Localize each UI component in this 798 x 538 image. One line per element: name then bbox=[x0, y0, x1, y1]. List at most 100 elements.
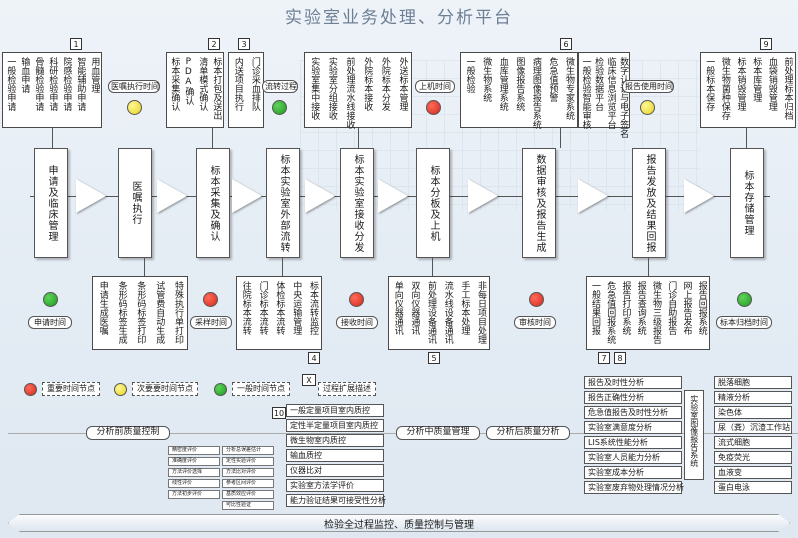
time-label-onboard: 上机时间 bbox=[415, 80, 455, 93]
group-number-badge: 5 bbox=[428, 352, 440, 364]
group-item: 一般检验申请 bbox=[5, 57, 16, 111]
group-item: 标本库管理 bbox=[751, 57, 762, 102]
group-item: 病理图像报告系统 bbox=[530, 57, 541, 129]
flow-arrow-icon bbox=[578, 179, 608, 213]
x-mark-icon: X bbox=[302, 374, 316, 386]
group-item: 申请生成医嘱 bbox=[97, 281, 108, 335]
group-item: 前处理标本归档 bbox=[782, 57, 793, 120]
post-qc-list: 报告及时性分析 报告正确性分析 危急值报告及时性分析 实验室满意度分析 LIS系… bbox=[584, 376, 684, 496]
group-item: 危急值回报系统 bbox=[605, 281, 616, 344]
group-item: 图像报告系统 bbox=[514, 57, 525, 111]
group-item: 一般检验 bbox=[464, 57, 475, 93]
legend-normal-time: 一般时间节点 bbox=[232, 382, 290, 396]
group-item: 标本销毁管理 bbox=[735, 57, 746, 111]
group-item: 微生物三级报告 bbox=[651, 281, 662, 344]
minor-time-node-icon bbox=[114, 383, 127, 396]
post-analysis-qc-label: 分析后质量分析 bbox=[486, 426, 570, 440]
stage-onboard: 标本分板及上机 bbox=[416, 148, 450, 258]
group-item: 报告查询系统 bbox=[635, 281, 646, 335]
top-group-collect: 标本采集确认 PDA确认 清单模式确认 标本打包及送出 bbox=[166, 52, 224, 128]
group-item: 条形码标签打印 bbox=[135, 281, 146, 344]
group-item: 体检标本流转 bbox=[274, 281, 285, 335]
group-item: 试管费自动生成 bbox=[154, 281, 165, 344]
stage-external-transfer: 标本实验室外部流转 bbox=[266, 148, 300, 258]
stage-order-exec: 医嘱执行 bbox=[118, 148, 152, 258]
group-item: 科研检验申请 bbox=[47, 57, 58, 111]
lab-image-system-title: 实验室图像报告系统 bbox=[684, 390, 704, 480]
key-time-node-icon bbox=[203, 292, 218, 307]
group-item: 数字认证与电子签名 bbox=[618, 57, 629, 138]
lab-image-system-list: 脱落细胞 精液分析 染色体 尿（粪）沉渣工作站 流式细胞 免疫荧光 血液变 蛋白… bbox=[714, 376, 792, 496]
group-item: 微生物系统 bbox=[481, 57, 492, 102]
group-item: 血库管理系统 bbox=[497, 57, 508, 111]
group-item: 标本打包及送出 bbox=[211, 57, 222, 120]
group-item: 门诊标本流转 bbox=[257, 281, 268, 335]
group-item: 条形码标签生成 bbox=[116, 281, 127, 344]
group-item: 内送项目执行 bbox=[232, 57, 243, 111]
group-item: 一般标本保存 bbox=[704, 57, 715, 111]
group-item: 外送标本管理 bbox=[397, 57, 408, 111]
group-item: 一般检验智能审核 bbox=[580, 57, 591, 129]
group-item: 标本流转监控 bbox=[307, 281, 318, 335]
top-group-storage: 一般标本保存 微生物菌种保存 标本销毁管理 标本库管理 血袋销毁管理 前处理标本… bbox=[700, 52, 796, 128]
time-label-archive: 标本归档时间 bbox=[716, 316, 772, 329]
group-item: 中央运输管理 bbox=[291, 281, 302, 335]
group-number-badge: 10 bbox=[272, 407, 286, 419]
group-item: 手工标本处理 bbox=[459, 281, 470, 335]
group-number-badge: 7 bbox=[598, 352, 610, 364]
bottom-group-transfer: 往院标本流转 门诊标本流转 体检标本流转 中央运输管理 标本流转监控 bbox=[236, 276, 322, 350]
group-item: 微生物专家系统 bbox=[564, 57, 575, 120]
group-item: 输血申请 bbox=[19, 57, 30, 93]
mid-qc-list: 一般定量项目室内质控 定性半定量项目室内质控 微生物室内质控 输血质控 仪器比对… bbox=[286, 404, 386, 509]
group-number-badge: 8 bbox=[614, 352, 626, 364]
mid-analysis-qc-label: 分析中质量管理 bbox=[396, 426, 480, 440]
stage-collect: 标本采集及确认 bbox=[196, 148, 230, 258]
time-label-review: 审核时间 bbox=[514, 316, 556, 329]
footer-arrow-bar bbox=[8, 514, 790, 532]
key-time-node-icon bbox=[24, 383, 37, 396]
group-item: 单向仪器通讯 bbox=[392, 281, 403, 335]
time-label-receive: 接收时间 bbox=[336, 316, 378, 329]
group-item: 微生物菌种保存 bbox=[719, 57, 730, 120]
bottom-group-instrument: 单向仪器通讯 双向仪器通讯 前处理设备通讯 流水线设备通讯 手工标本处理 非每日… bbox=[388, 276, 490, 350]
group-item: 危急值预警 bbox=[547, 57, 558, 102]
normal-time-node-icon bbox=[43, 292, 58, 307]
bottom-group-order: 申请生成医嘱 条形码标签生成 条形码标签打印 试管费自动生成 特殊执行单打印 bbox=[92, 276, 188, 350]
group-item: 实验室分组接收 bbox=[326, 57, 337, 120]
flow-arrow-icon bbox=[232, 179, 262, 213]
flow-arrow-icon bbox=[684, 179, 714, 213]
stage-report: 报告发放及结果回报 bbox=[632, 148, 666, 258]
group-item: 院感检验申请 bbox=[61, 57, 72, 111]
group-item: 门诊自助报告 bbox=[666, 281, 677, 335]
stage-receive: 标本实验室接收分发 bbox=[340, 148, 374, 258]
group-number-badge: 6 bbox=[560, 38, 572, 50]
group-number-badge: 2 bbox=[208, 38, 220, 50]
group-item: 门诊采血排队 bbox=[249, 57, 260, 111]
group-item: 标本采集确认 bbox=[169, 57, 180, 111]
page-title: 实验室业务处理、分析平台 bbox=[285, 8, 513, 28]
flow-arrow-icon bbox=[378, 179, 408, 213]
group-item: 外院标本接收 bbox=[362, 57, 373, 111]
group-number-badge: 3 bbox=[238, 38, 250, 50]
time-label-apply: 申请时间 bbox=[28, 316, 72, 329]
group-item: 非每日项目处理 bbox=[476, 281, 486, 344]
group-item: 网上报告发布 bbox=[681, 281, 692, 335]
top-group-receive: 实验室集中接收 实验室分组接收 前处理流水线接收 外院标本接收 外院标本分发 外… bbox=[304, 52, 412, 129]
flow-arrow-icon bbox=[157, 179, 187, 213]
group-item: 一般结果回报 bbox=[590, 281, 601, 335]
top-group-transfer: 内送项目执行 门诊采血排队 bbox=[228, 52, 264, 128]
time-label-report-use: 报告使用时间 bbox=[622, 80, 674, 93]
group-number-badge: 9 bbox=[760, 38, 772, 50]
pre-qc-list-left: 精密度评价 准确度评价 方法评价选择 线性评价 方法初步评价 bbox=[168, 446, 220, 501]
group-item: 骨髓检验申请 bbox=[33, 57, 44, 111]
normal-time-node-icon bbox=[737, 292, 752, 307]
time-label-transfer: 流转过程 bbox=[262, 80, 298, 93]
group-item: 流水线设备通讯 bbox=[442, 281, 453, 344]
group-item: 实验室集中接收 bbox=[309, 57, 320, 120]
group-item: 前处理流水线接收 bbox=[344, 57, 355, 129]
top-group-review: 一般检验智能审核 检验数据平台 临床信息浏览平台 数字认证与电子签名 bbox=[578, 52, 630, 138]
group-item: 清单模式确认 bbox=[197, 57, 208, 111]
legend-process-expand: 过程扩展描述 bbox=[318, 382, 376, 396]
group-item: 往院标本流转 bbox=[240, 281, 251, 335]
normal-time-node-icon bbox=[272, 100, 287, 115]
